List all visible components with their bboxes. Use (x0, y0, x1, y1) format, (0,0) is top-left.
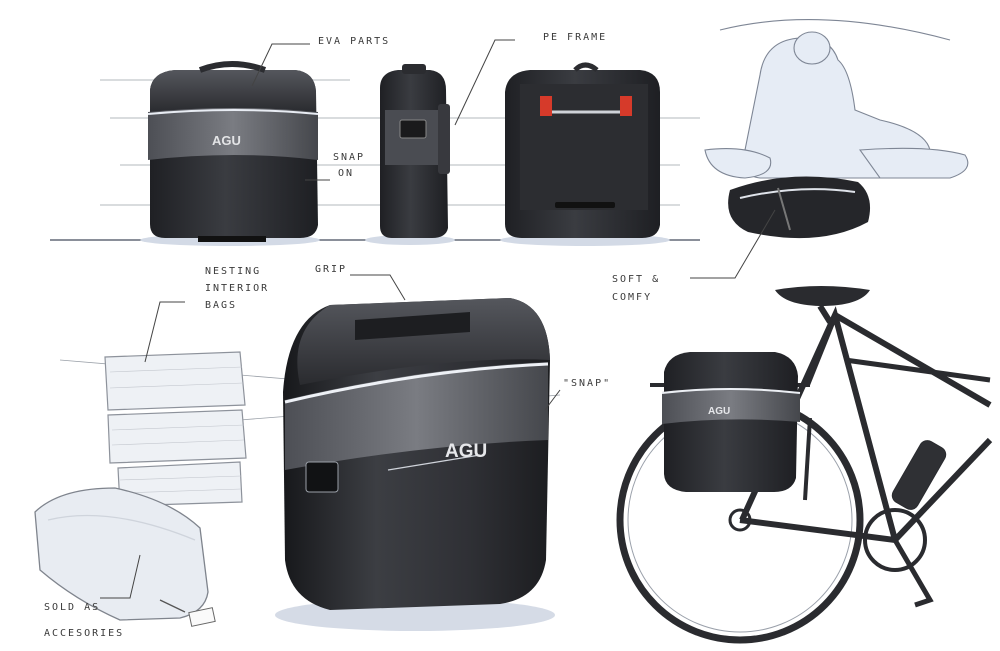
nesting-interior-bags (104, 351, 247, 507)
accessory-pouch (34, 487, 209, 621)
annotation-snap-quote: "SNAP" (563, 378, 612, 389)
annotation-sold-line1: SOLD AS (44, 602, 101, 613)
annotation-pe-frame: PE FRAME (543, 32, 608, 43)
bag-back-view (505, 62, 660, 238)
bag-mounted-on-bike (661, 352, 801, 492)
bag-side-view (380, 64, 450, 238)
annotation-nesting-line3: BAGS (205, 300, 238, 311)
bicycle-saddle (775, 286, 870, 324)
annotation-snap-on-line2: ON (338, 168, 355, 179)
person-on-cushion (704, 19, 969, 179)
leader-lines (100, 39, 776, 599)
seat-cushion (728, 176, 871, 239)
annotation-sold-line2: ACCESORIES (44, 628, 125, 639)
bag-hero-view (275, 298, 555, 631)
annotation-eva-parts: EVA PARTS (318, 36, 391, 47)
bag-front-view (147, 61, 319, 242)
annotation-soft-comfy-line2: COMFY (612, 292, 653, 303)
brand-logo-small: AGU (708, 406, 730, 417)
brand-logo: AGU (212, 133, 241, 148)
annotation-grip: GRIP (315, 264, 348, 275)
annotation-soft-comfy-line1: SOFT & (612, 274, 661, 285)
brand-logo-large: AGU (445, 441, 487, 462)
annotation-nesting-line2: INTERIOR (205, 283, 270, 294)
annotation-nesting-line1: NESTING (205, 266, 262, 277)
annotation-snap-on-line1: SNAP (333, 152, 366, 163)
small-hangtag (188, 607, 216, 627)
